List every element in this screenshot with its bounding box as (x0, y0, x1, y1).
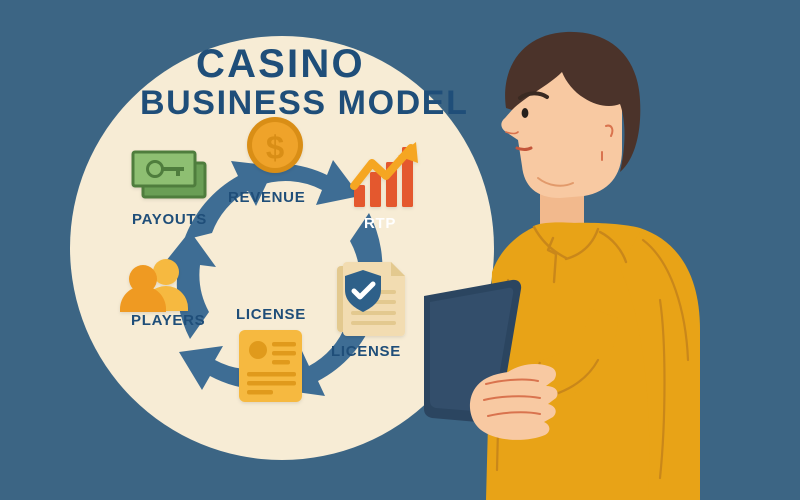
arrow-segment-license-right (282, 318, 374, 396)
bar-chart-up-arrow-icon (350, 142, 418, 207)
cycle-label-revenue: REVENUE (228, 189, 306, 206)
arrow-segment-payouts (184, 161, 275, 240)
cycle-label-license-right: LICENSE (331, 343, 401, 360)
title-line-1: CASINO (196, 42, 365, 86)
head (501, 31, 641, 198)
cream-circle-backdrop (70, 36, 494, 460)
two-people-icon (120, 259, 188, 312)
cycle-label-players: PLAYERS (131, 312, 206, 329)
cycle-label-license-centre: LICENSE (236, 306, 306, 323)
cycle-label-payouts: PAYOUTS (132, 211, 207, 228)
svg-text:$: $ (266, 129, 284, 166)
hair (505, 31, 641, 172)
hand (469, 364, 558, 440)
id-card-icon (239, 330, 302, 402)
arrow-segment-players (162, 231, 216, 339)
gold-coin-dollar-icon: $ (247, 117, 303, 173)
cycle-label-rtp: RTP (364, 215, 397, 232)
banknotes-icon (131, 150, 207, 199)
shield-document-icon (337, 262, 405, 336)
title-line-2: BUSINESS MODEL (140, 84, 469, 122)
